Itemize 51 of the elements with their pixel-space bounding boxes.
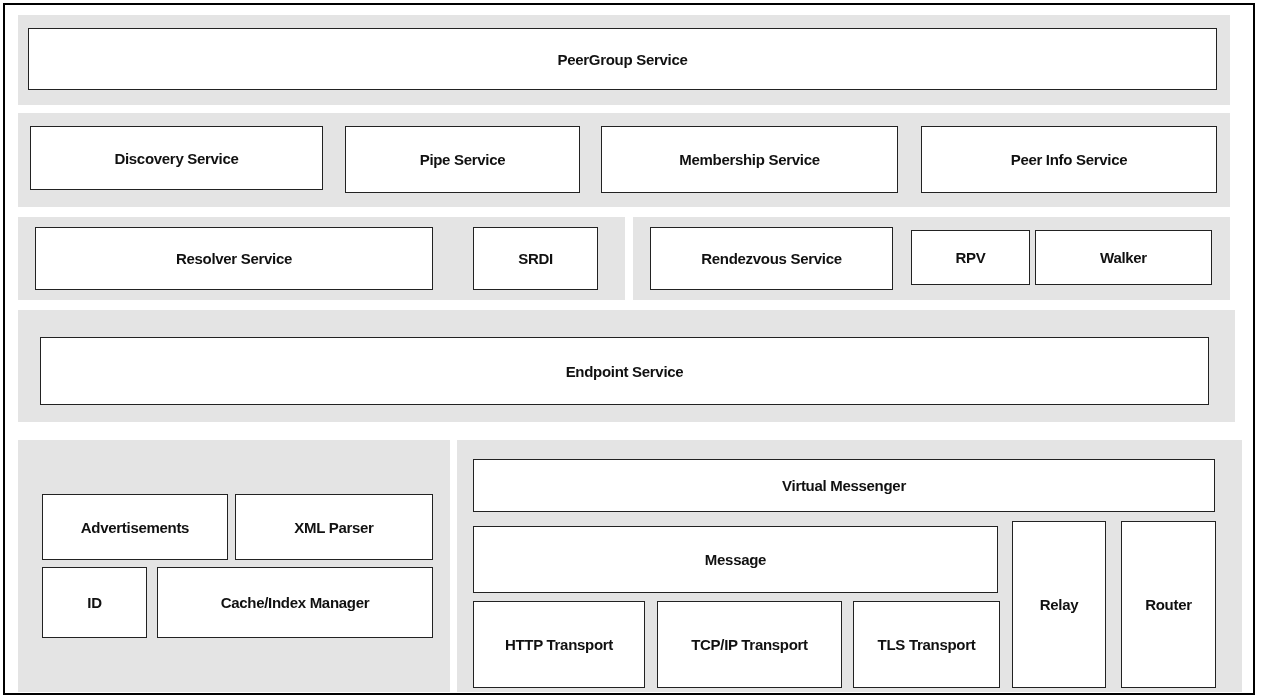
- service-box: [35, 227, 433, 290]
- service-box: [42, 494, 228, 560]
- box-label: Virtual Messenger: [782, 477, 906, 494]
- service-box: [28, 28, 1217, 90]
- box-label: Router: [1145, 596, 1192, 613]
- box-label: Discovery Service: [114, 149, 239, 167]
- box-label: PeerGroup Service: [557, 50, 688, 68]
- service-box: [235, 494, 433, 560]
- service-box: [657, 601, 842, 688]
- box-label: TCP/IP Transport: [691, 636, 808, 653]
- layer-band: [457, 440, 1242, 692]
- service-box: [650, 227, 893, 290]
- service-box: [473, 227, 598, 290]
- box-label: Advertisements: [80, 518, 190, 536]
- layer-band: [633, 217, 1230, 300]
- service-box: [473, 601, 645, 688]
- box-label: XML Parser: [294, 518, 374, 536]
- service-box: [601, 126, 898, 193]
- box-label: Walker: [1100, 249, 1147, 266]
- service-box: [921, 126, 1217, 193]
- box-label: HTTP Transport: [504, 636, 613, 653]
- box-label: ID: [87, 594, 102, 611]
- service-box: [30, 126, 323, 190]
- layer-band: [18, 440, 450, 692]
- service-box: [473, 526, 998, 593]
- box-label: Rendezvous Service: [701, 250, 842, 267]
- box-label: SRDI: [518, 250, 553, 267]
- service-box: [853, 601, 1000, 688]
- layer-band: [18, 217, 625, 300]
- box-label: Relay: [1039, 596, 1079, 613]
- service-box: [1035, 230, 1212, 285]
- box-label: Pipe Service: [419, 151, 506, 168]
- box-label: Membership Service: [679, 151, 820, 168]
- box-label: RPV: [955, 249, 986, 266]
- service-box: [42, 567, 147, 638]
- service-box: [157, 567, 433, 638]
- box-label: Peer Info Service: [1010, 151, 1128, 168]
- box-label: Resolver Service: [175, 250, 293, 267]
- box-label: TLS Transport: [877, 636, 976, 653]
- box-label: Cache/Index Manager: [220, 594, 370, 611]
- layer-band: [18, 113, 1230, 207]
- service-box: [40, 337, 1209, 405]
- layer-band: [18, 310, 1235, 422]
- service-box: [345, 126, 580, 193]
- service-box: [911, 230, 1030, 285]
- box-label: Message: [704, 551, 767, 568]
- layer-band: [18, 15, 1230, 105]
- service-box: [1012, 521, 1106, 688]
- service-box: [1121, 521, 1216, 688]
- service-box: [473, 459, 1215, 512]
- box-label: Endpoint Service: [565, 362, 684, 380]
